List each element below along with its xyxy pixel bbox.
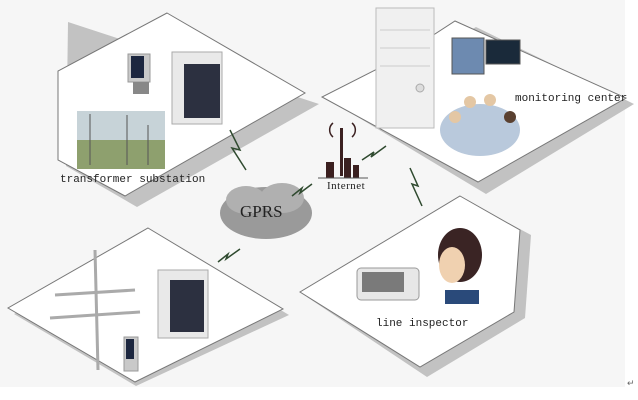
- internet-tower-icon: [318, 122, 368, 179]
- field-solar-panel-icon: [157, 269, 209, 339]
- handheld-phone-icon: [356, 267, 420, 301]
- panel-field: [6, 227, 289, 386]
- gprs-label: GPRS: [240, 202, 283, 221]
- substation-label: transformer substation: [60, 174, 206, 186]
- team-people-icon: [440, 94, 520, 156]
- server-tower-icon: [375, 7, 435, 129]
- gprs-cloud-icon: [220, 183, 312, 239]
- paragraph-mark: ↵: [627, 378, 635, 388]
- substation-photo: [77, 111, 165, 169]
- monitoring-center-label: monitoring center: [515, 93, 628, 105]
- line-inspector-label: line inspector: [376, 318, 469, 330]
- link-bolt-icons: [217, 129, 423, 263]
- diagram-canvas: transformer substation monitoring center…: [6, 7, 634, 386]
- transmission-tower-icon: [49, 249, 141, 371]
- solar-panel-icon: [171, 51, 223, 125]
- field-sensor-icon: [123, 336, 139, 372]
- internet-label: Internet: [327, 180, 366, 192]
- monitor-screens-icon: [451, 37, 521, 75]
- inspector-person-icon: [438, 228, 482, 304]
- sensor-device-icon: [127, 53, 151, 94]
